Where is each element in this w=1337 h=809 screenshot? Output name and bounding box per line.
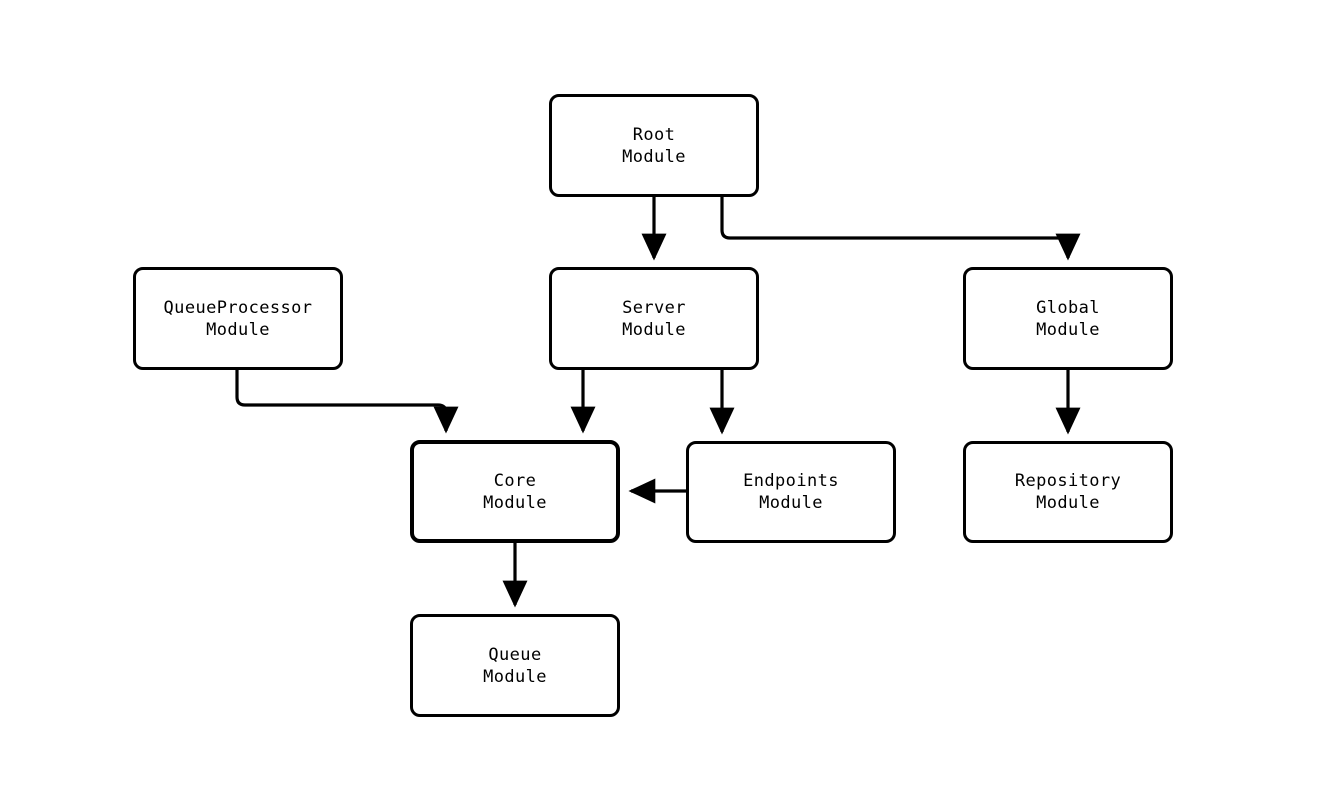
node-repository-line1: Repository [1014, 471, 1122, 491]
node-endpoints-line2: Module [759, 493, 823, 513]
node-core-line2: Module [483, 492, 547, 513]
node-root[interactable]: Root Module [549, 94, 759, 197]
node-endpoints[interactable]: Endpoints Module [686, 441, 896, 543]
node-queue-line2: Module [483, 666, 547, 687]
node-global[interactable]: Global Module [963, 267, 1173, 370]
node-queue[interactable]: Queue Module [410, 614, 620, 717]
node-global-line2: Module [1036, 319, 1100, 340]
node-repository[interactable]: Repository Module [963, 441, 1173, 543]
node-queueprocessor-line1: QueueProcessor [163, 297, 313, 318]
node-queue-line1: Queue [488, 644, 542, 665]
node-repository-line2: Module [1036, 493, 1100, 513]
node-core-line1: Core [493, 470, 537, 491]
edge-queueprocessor-to-core [235, 370, 459, 434]
node-root-line1: Root [632, 124, 676, 145]
node-endpoints-line1: Endpoints [743, 471, 839, 491]
node-server-line2: Module [622, 319, 686, 340]
node-queueprocessor-line2: Module [206, 319, 270, 340]
node-queueprocessor[interactable]: QueueProcessor Module [133, 267, 343, 370]
node-root-line2: Module [622, 146, 686, 167]
edge-root-to-global [720, 197, 1081, 261]
node-global-line1: Global [1036, 297, 1100, 318]
node-server[interactable]: Server Module [549, 267, 759, 370]
node-core[interactable]: Core Module [410, 440, 620, 543]
node-server-line1: Server [622, 297, 686, 318]
